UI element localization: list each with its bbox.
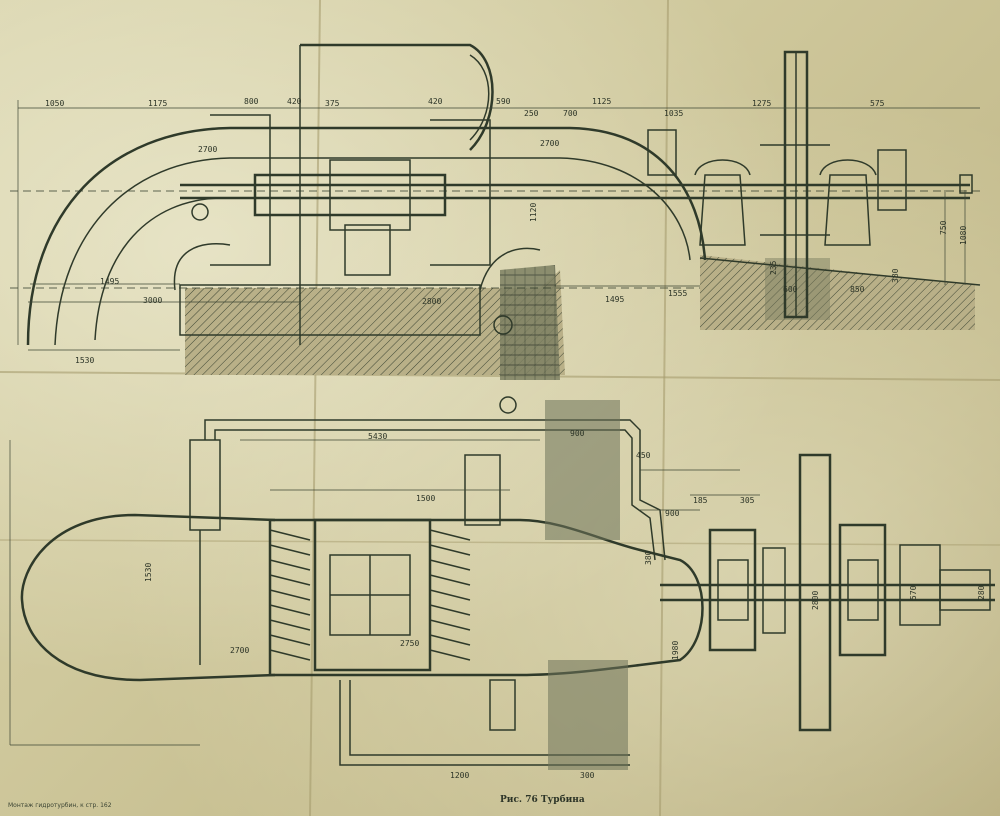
runner-core xyxy=(329,159,411,231)
casing-inner-arc xyxy=(54,157,691,346)
gate-housing-right xyxy=(430,119,491,266)
governor xyxy=(647,129,677,176)
dim-1125: 1125 xyxy=(592,97,612,106)
draft-tube-top xyxy=(300,43,494,151)
dim-380: 380 xyxy=(891,268,900,283)
dim-570: 570 xyxy=(909,585,918,600)
dim-3000: 3000 xyxy=(143,296,163,305)
dim-600: 600 xyxy=(783,285,798,294)
gate-housing-left xyxy=(210,114,271,266)
masonry-plan-upper xyxy=(545,400,620,540)
base-frame xyxy=(179,284,481,336)
dim-375: 375 xyxy=(325,99,340,108)
dim-575: 575 xyxy=(870,99,885,108)
dim-1050: 1050 xyxy=(45,99,65,108)
dim-1035: 1035 xyxy=(664,109,684,118)
valve-left xyxy=(189,439,221,531)
plan-bearing-1 xyxy=(708,528,757,652)
valve-handwheel xyxy=(499,396,517,414)
dim-1200: 1200 xyxy=(450,771,470,780)
dim-750: 750 xyxy=(939,220,948,235)
guide-vanes-left xyxy=(269,529,311,661)
dim-1500: 1500 xyxy=(416,494,436,503)
plan-runner-box xyxy=(313,518,432,672)
bearing-1 xyxy=(699,174,746,246)
dim-2800-b: 2800 xyxy=(811,590,820,610)
casing-third-arc xyxy=(94,197,221,341)
coupling xyxy=(877,149,907,211)
dim-900-a: 900 xyxy=(570,429,585,438)
pipe-lower-inner xyxy=(349,680,630,756)
flywheel-pit xyxy=(765,258,830,320)
dim-2700-b: 2700 xyxy=(540,139,560,148)
dim-1495-b: 1495 xyxy=(605,295,625,304)
masonry-block xyxy=(500,265,560,380)
dim-305: 305 xyxy=(740,496,755,505)
guide-vanes-right xyxy=(429,529,471,661)
dim-250: 250 xyxy=(524,109,539,118)
elevation-view xyxy=(10,43,981,380)
dim-2800: 2800 xyxy=(422,297,442,306)
guide-bearing xyxy=(344,224,391,276)
dim-450: 450 xyxy=(636,451,651,460)
dim-1175: 1175 xyxy=(148,99,168,108)
plan-casing-outer xyxy=(20,513,276,682)
dim-185: 185 xyxy=(693,496,708,505)
dim-300: 300 xyxy=(580,771,595,780)
bearing-2-cap xyxy=(819,159,877,176)
dim-1555: 1555 xyxy=(668,289,688,298)
dim-380-b: 380 xyxy=(644,550,653,565)
servo-left xyxy=(191,203,209,221)
dim-420-b: 420 xyxy=(428,97,443,106)
bearing-1-cap xyxy=(694,159,751,176)
dim-280: 280 xyxy=(977,585,986,600)
dim-2700-c: 2700 xyxy=(230,646,250,655)
dim-800: 800 xyxy=(244,97,259,106)
masonry-plan-lower xyxy=(548,660,628,770)
plan-bearing-2-inner xyxy=(847,559,879,621)
plan-coupling xyxy=(762,547,786,634)
dim-1495-a: 1495 xyxy=(100,277,120,286)
pipe-lower xyxy=(339,680,630,766)
draft-tube-inner xyxy=(469,54,490,141)
dim-420-a: 420 xyxy=(287,97,302,106)
plan-bearing-2 xyxy=(838,523,887,657)
shaft-end xyxy=(959,174,973,194)
runner-hub xyxy=(253,173,447,217)
ground-line xyxy=(699,257,981,286)
plan-view xyxy=(9,396,995,770)
pipe-upper-inner xyxy=(214,429,656,561)
flywheel-hub-lines xyxy=(760,144,830,236)
dim-2750: 2750 xyxy=(400,639,420,648)
plan-bearing-1-inner xyxy=(717,559,749,621)
dim-1530-b: 1530 xyxy=(144,562,153,582)
dim-1980: 1980 xyxy=(671,640,680,660)
dim-590: 590 xyxy=(496,97,511,106)
bearing-2 xyxy=(824,174,871,246)
figure-caption: Рис. 76 Турбина xyxy=(500,795,585,805)
servo-bottom xyxy=(493,315,513,335)
foundation-hatch-right xyxy=(700,255,975,330)
dim-1530: 1530 xyxy=(75,356,95,365)
dim-1080: 1080 xyxy=(959,225,968,245)
dim-900-b: 900 xyxy=(665,509,680,518)
plan-flywheel xyxy=(798,453,832,732)
dim-1120: 1120 xyxy=(529,202,538,222)
plan-shaft-end xyxy=(939,569,991,611)
dim-1275: 1275 xyxy=(752,99,772,108)
dim-5430: 5430 xyxy=(368,432,388,441)
casing-feet xyxy=(173,243,541,291)
valve-lower xyxy=(489,679,516,731)
dim-235: 235 xyxy=(769,260,778,275)
dim-700: 700 xyxy=(563,109,578,118)
foundation-hatch-left xyxy=(185,270,565,375)
dim-2700-a: 2700 xyxy=(198,145,218,154)
page-footnote: Монтаж гидротурбин, к стр. 162 xyxy=(8,802,112,809)
dim-850: 850 xyxy=(850,285,865,294)
casing-outer-arc xyxy=(26,126,707,346)
